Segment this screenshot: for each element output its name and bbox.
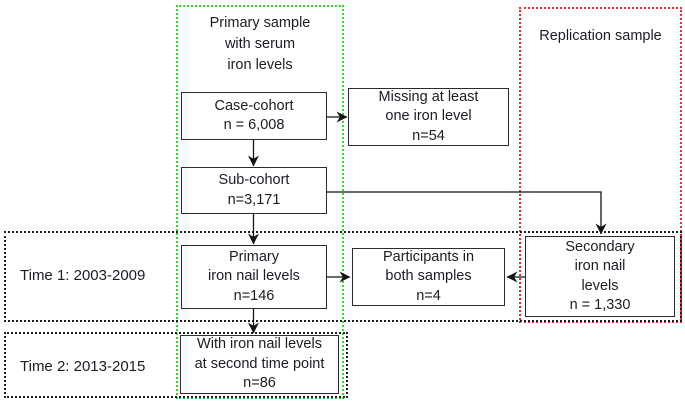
- node-participants-line2: both samples: [385, 268, 472, 285]
- node-primary-line1: Primary: [229, 248, 279, 265]
- primary-sample-region-title-line2: with serum: [224, 36, 296, 52]
- node-case-cohort-line2: n = 6,008: [223, 117, 285, 133]
- node-primary-iron-nail: Primary iron nail levels n=146: [181, 245, 327, 309]
- time2-region: Time 2: 2013-2015: [4, 332, 348, 398]
- node-sub-cohort-line1: Sub-cohort: [218, 172, 290, 188]
- time2-label: Time 2: 2013-2015: [20, 358, 146, 375]
- time1-label: Time 1: 2003-2009: [20, 267, 146, 284]
- replication-sample-region-title: Replication sample: [539, 28, 662, 44]
- node-missing-line2: one iron level: [385, 108, 472, 125]
- primary-sample-region-title-line3: iron levels: [227, 57, 293, 73]
- node-secondtime-line2: at second time point: [194, 355, 325, 372]
- node-secondtime-line3: n=86: [243, 375, 276, 392]
- arrow-subcohort-to-secondary: [327, 191, 607, 235]
- node-missing-line1: Missing at least: [378, 88, 479, 105]
- primary-sample-region: Primary sample with serum iron levels: [176, 5, 344, 399]
- primary-sample-region-title-line1: Primary sample: [209, 15, 311, 31]
- node-primary-line2: iron nail levels: [208, 268, 300, 285]
- node-participants-line1: Participants in: [382, 248, 475, 265]
- node-participants-line3: n=4: [416, 287, 441, 304]
- node-secondary-line2: iron nail: [574, 258, 626, 274]
- node-missing-iron-level: Missing at least one iron level n=54: [348, 88, 509, 146]
- node-case-cohort-line1: Case-cohort: [214, 97, 294, 114]
- node-secondary-line3: levels: [581, 277, 619, 294]
- node-secondary-line1: Secondary: [565, 238, 635, 255]
- node-case-cohort: Case-cohort n = 6,008: [181, 92, 327, 140]
- node-secondary-iron-nail: Secondary iron nail levels n = 1,330: [525, 236, 675, 317]
- node-sub-cohort: Sub-cohort n=3,171: [181, 167, 327, 214]
- node-primary-line3: n=146: [233, 287, 275, 304]
- replication-sample-region: Replication sample: [519, 7, 682, 323]
- node-missing-line3: n=54: [412, 127, 445, 144]
- node-sub-cohort-line2: n=3,171: [227, 191, 281, 208]
- node-participants-both: Participants in both samples n=4: [352, 248, 505, 306]
- node-secondtime-line1: With iron nail levels: [197, 336, 322, 353]
- time1-region: Time 1: 2003-2009: [4, 231, 682, 322]
- node-second-time-point: With iron nail levels at second time poi…: [180, 335, 339, 394]
- node-secondary-line4: n = 1,330: [569, 297, 631, 313]
